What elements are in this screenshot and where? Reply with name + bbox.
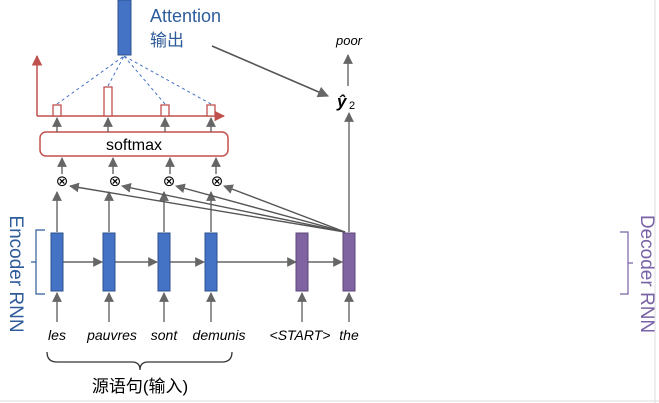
attention-subtitle: 输出 [150,31,184,50]
input-word-les: les [48,327,66,343]
encoder-to-score-arrows [52,191,216,232]
attention-weight-bar-les [52,104,62,117]
encoder-cell-pauvres [102,232,116,292]
input-word-pauvres: pauvres [86,327,137,343]
dot-product-symbol-sont: ⊗ [163,173,176,190]
encoder-cell-demunis [204,232,218,292]
decoder-label: Decoder RNN [636,215,657,333]
attention-output-bar [117,0,132,56]
attention-weight-bar-pauvres [103,86,113,117]
encoder-bracket [31,229,45,295]
softmax-output-arrows [52,117,216,132]
input-word-the: the [339,327,359,343]
softmax-box [39,131,229,157]
score-to-softmax-arrows [57,157,221,174]
output-subscript: 2 [349,100,355,112]
decoder-to-score-arrows [69,182,346,233]
encoder-cell-les [50,232,64,292]
decoder-bracket [620,231,633,295]
attention-weight-bar-demunis [206,104,216,117]
attention-weight-bar-sont [160,104,170,117]
input-word-sont: sont [151,327,179,343]
input-word-demunis: demunis [193,327,246,343]
dot-product-symbol-les: ⊗ [56,173,69,190]
dot-product-symbol-demunis: ⊗ [211,173,224,190]
softmax-label: softmax [106,137,162,154]
source-brace [46,351,233,371]
dot-product-symbol-pauvres: ⊗ [109,173,122,190]
attention-to-output-arrow [211,45,330,98]
input-arrows [52,292,354,322]
output-symbol: ŷ [336,92,348,111]
attention-title: Attention [150,6,221,26]
decoder-cell-the [342,232,356,292]
decoder-cell-start [295,232,309,292]
input-word-start: <START> [270,327,331,343]
encoder-cell-sont [157,232,171,292]
output-word: poor [335,33,363,48]
source-sentence-label: 源语句(输入) [92,377,188,396]
encoder-label: Encoder RNN [5,215,26,332]
attention-sum-lines [56,55,212,105]
